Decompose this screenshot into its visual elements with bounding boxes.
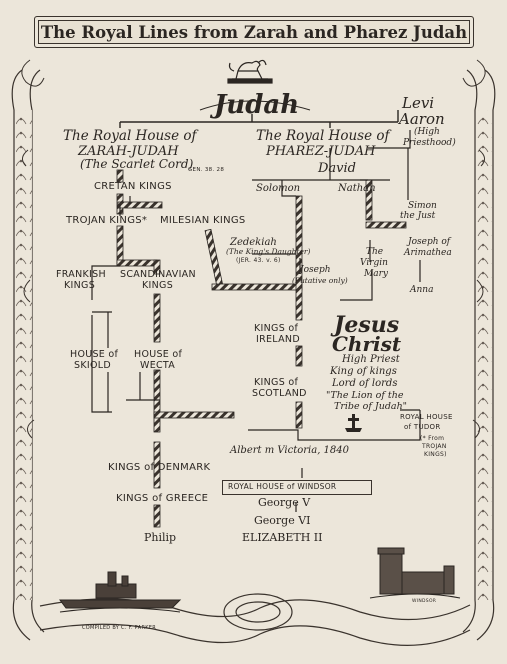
node-tudor-5: KINGS) bbox=[424, 451, 447, 458]
node-windsor: ROYAL HOUSE of WINDSOR bbox=[228, 482, 337, 491]
node-wecta-2: WECTA bbox=[140, 360, 176, 371]
node-high-priesthood-2: Priesthood) bbox=[403, 138, 456, 148]
node-frankish-1: FRANKISH bbox=[56, 269, 106, 280]
page-title: The Royal Lines from Zarah and Pharez Ju… bbox=[40, 23, 468, 42]
zarah-heading-1: The Royal House of bbox=[63, 128, 197, 144]
node-virgin-1: The bbox=[366, 247, 384, 257]
node-tudor-1: ROYAL HOUSE bbox=[400, 413, 453, 421]
node-scotland-2: SCOTLAND bbox=[252, 388, 307, 399]
node-george-v: George V bbox=[258, 496, 311, 509]
windsor-castle-illustration bbox=[369, 547, 461, 599]
node-frankish-2: KINGS bbox=[64, 280, 96, 291]
node-trojan-kings: TROJAN KINGS* bbox=[66, 215, 148, 226]
zarah-heading-3: (The Scarlet Cord) bbox=[80, 157, 194, 171]
node-cretan-kings: CRETAN KINGS bbox=[94, 181, 172, 192]
node-milesian-kings: MILESIAN KINGS bbox=[160, 215, 246, 226]
right-scroll-border bbox=[462, 69, 496, 641]
node-judah: Judah bbox=[214, 90, 300, 120]
node-nathan: Nathan bbox=[338, 183, 376, 194]
node-tudor-4: TROJAN bbox=[422, 443, 447, 450]
title-banner: The Royal Lines from Zarah and Pharez Ju… bbox=[34, 16, 474, 48]
node-solomon: Solomon bbox=[256, 183, 301, 194]
node-kings-greece: KINGS of GREECE bbox=[116, 493, 209, 504]
windsor-caption: WINDSOR bbox=[412, 599, 437, 604]
node-joseph: Joseph bbox=[300, 265, 331, 275]
node-anna: Anna bbox=[410, 285, 434, 295]
node-virgin-3: Mary bbox=[364, 269, 388, 279]
compiled-by-credit: COMPILED BY C. F. PARKER bbox=[82, 625, 157, 631]
node-david: David bbox=[318, 161, 356, 176]
windsor-box bbox=[222, 480, 372, 495]
node-elizabeth-ii: ELIZABETH II bbox=[242, 531, 323, 544]
crown-cross-icon bbox=[345, 414, 362, 432]
node-kings-denmark: KINGS of DENMARK bbox=[108, 462, 211, 473]
node-tudor-2: of TUDOR bbox=[404, 423, 441, 431]
node-joseph-putative: (Putative only) bbox=[292, 276, 348, 285]
node-simon-2: the Just bbox=[400, 211, 436, 221]
node-zedekiah-ref: (JER. 43. v. 6) bbox=[236, 257, 281, 264]
node-kings-daughter: (The King's Daughter) bbox=[226, 247, 311, 256]
node-skiold-1: HOUSE of bbox=[70, 349, 119, 360]
node-lion-1: "The Lion of the bbox=[326, 390, 404, 401]
node-jesus-2: Christ bbox=[332, 332, 402, 356]
node-lion-2: Tribe of Judah" bbox=[334, 401, 408, 412]
node-george-vi: George VI bbox=[254, 514, 311, 527]
node-zedekiah: Zedekiah bbox=[230, 237, 277, 248]
node-high-priest: High Priest bbox=[342, 354, 400, 365]
pharez-heading-2: PHAREZ-JUDAH bbox=[266, 144, 376, 159]
node-tudor-3: (* From bbox=[420, 435, 445, 442]
node-aaron: Aaron bbox=[399, 110, 445, 128]
node-arimathea-1: Joseph of bbox=[408, 237, 451, 247]
node-high-priesthood-1: (High bbox=[414, 127, 440, 137]
zarah-heading-2: ZARAH-JUDAH bbox=[78, 144, 179, 159]
node-levi: Levi bbox=[402, 94, 435, 112]
lion-emblem bbox=[227, 59, 273, 84]
zarah-reference: GEN. 38. 28 bbox=[188, 167, 225, 173]
pharez-heading-1: The Royal House of bbox=[256, 128, 390, 144]
node-ireland-2: IRELAND bbox=[256, 334, 300, 345]
node-simon-1: Simon bbox=[408, 201, 437, 211]
node-king-of-kings: King of kings bbox=[330, 366, 397, 377]
node-wecta-1: HOUSE of bbox=[134, 349, 183, 360]
node-albert-victoria: Albert m Victoria, 1840 bbox=[230, 445, 350, 456]
node-lord-of-lords: Lord of lords bbox=[332, 378, 398, 389]
node-skiold-2: SKIOLD bbox=[74, 360, 111, 371]
node-jesus-1: Jesus bbox=[334, 312, 400, 338]
node-philip: Philip bbox=[144, 531, 177, 544]
node-scandinavian-1: SCANDINAVIAN bbox=[120, 269, 196, 280]
node-scandinavian-2: KINGS bbox=[142, 280, 174, 291]
node-virgin-2: Virgin bbox=[360, 258, 388, 268]
battleship-illustration bbox=[59, 571, 182, 613]
node-ireland-1: KINGS of bbox=[254, 323, 299, 334]
node-arimathea-2: Arimathea bbox=[404, 248, 452, 258]
node-scotland-1: KINGS of bbox=[254, 377, 299, 388]
